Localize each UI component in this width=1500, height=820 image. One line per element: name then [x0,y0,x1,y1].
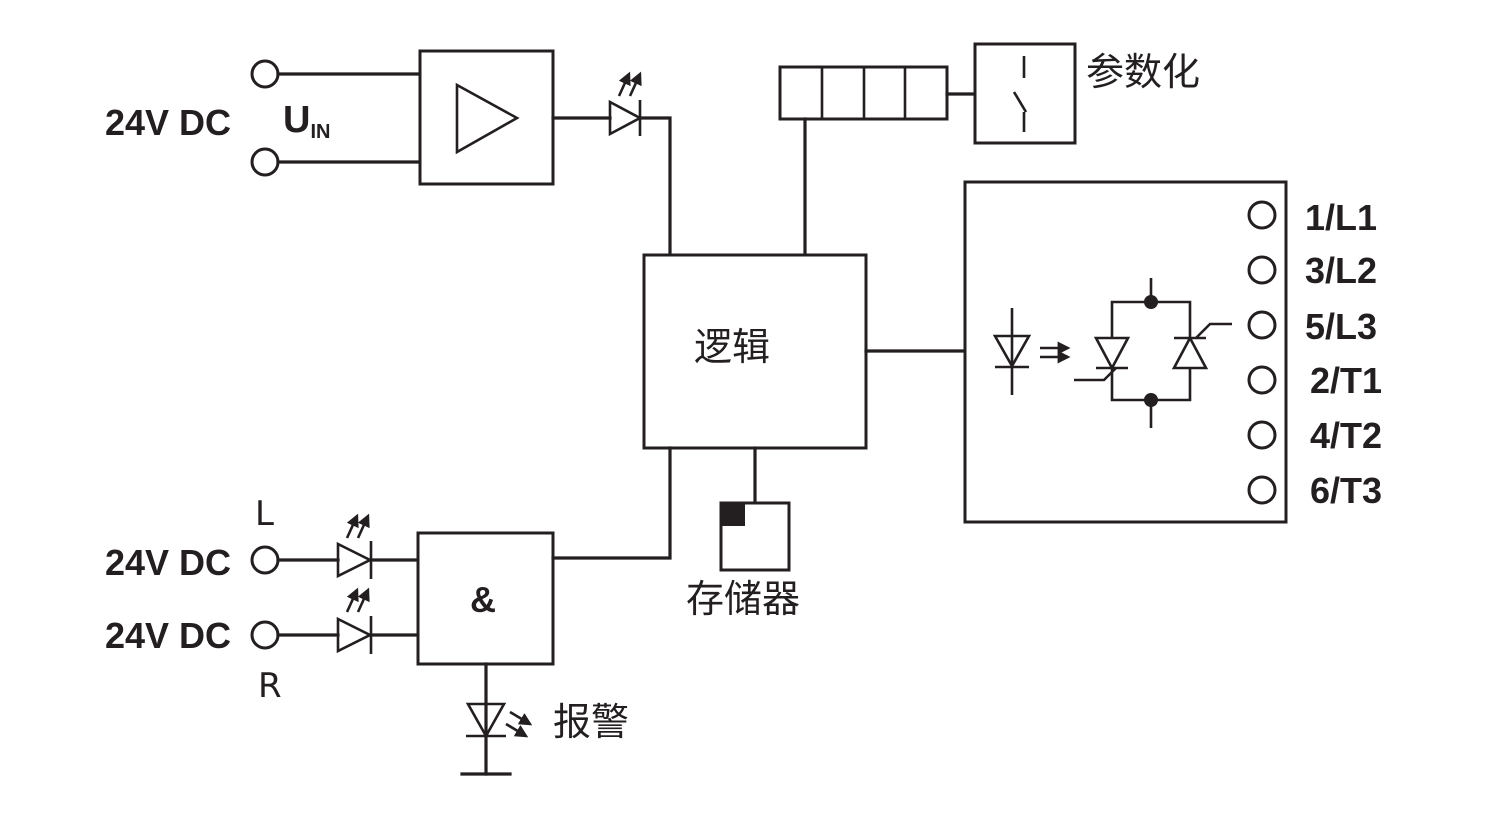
supply-voltage-bottom: 24V DC [105,615,231,656]
terminal-5-L3 [1247,310,1277,340]
memory-indicator-icon [721,503,745,526]
supply-led-bottom-icon [336,587,373,654]
terminal-label: 6/T3 [1310,470,1382,511]
status-led-icon [608,71,643,137]
switch-icon [1012,56,1028,132]
supply-side-label-top: L [255,494,274,534]
amplifier-triangle-icon [455,82,520,155]
output-section: 1/L1 3/L2 5/L3 2/T1 4/T2 6/T3 [864,180,1382,524]
supply-led-top-icon [336,513,373,579]
memory-section: 存储器 [686,446,800,621]
and-gate-label: & [470,579,496,620]
terminal-3-L2 [1247,255,1277,285]
uin-label: UIN [283,99,330,143]
terminal-label: 4/T2 [1310,415,1382,456]
input-terminal-top [250,59,280,89]
alarm-led-icon [465,702,533,739]
supply-voltage-top: 24V DC [105,542,231,583]
output-block [963,180,1288,524]
terminal-2-T1 [1247,365,1277,395]
terminal-label: 2/T1 [1310,360,1382,401]
supply-terminal-bottom [250,620,280,650]
input-terminal-bottom [250,147,280,177]
terminal-label: 1/L1 [1305,197,1377,238]
thyristor-pair-icon [1074,278,1232,428]
terminal-4-T2 [1247,420,1277,450]
supply-side-label-bottom: R [258,666,282,706]
input-voltage-label: 24V DC [105,102,231,143]
logic-label: 逻辑 [694,325,770,369]
terminal-label: 5/L3 [1305,306,1377,347]
terminal-6-T3 [1247,475,1277,505]
supply-terminal-top [250,545,280,575]
supply-monitor-section: L 24V DC 24V DC R & [105,446,672,776]
amplifier-block [418,49,555,186]
terminal-1-L1 [1247,200,1277,230]
parameterization-section: 参数化 [778,42,1200,257]
parameterization-label: 参数化 [1086,50,1200,94]
memory-label: 存储器 [686,577,800,621]
alarm-label: 报警 [553,700,629,744]
terminal-label: 3/L2 [1305,250,1377,291]
input-section: 24V DC UIN [105,49,672,257]
optocoupler-led-icon [992,308,1071,395]
